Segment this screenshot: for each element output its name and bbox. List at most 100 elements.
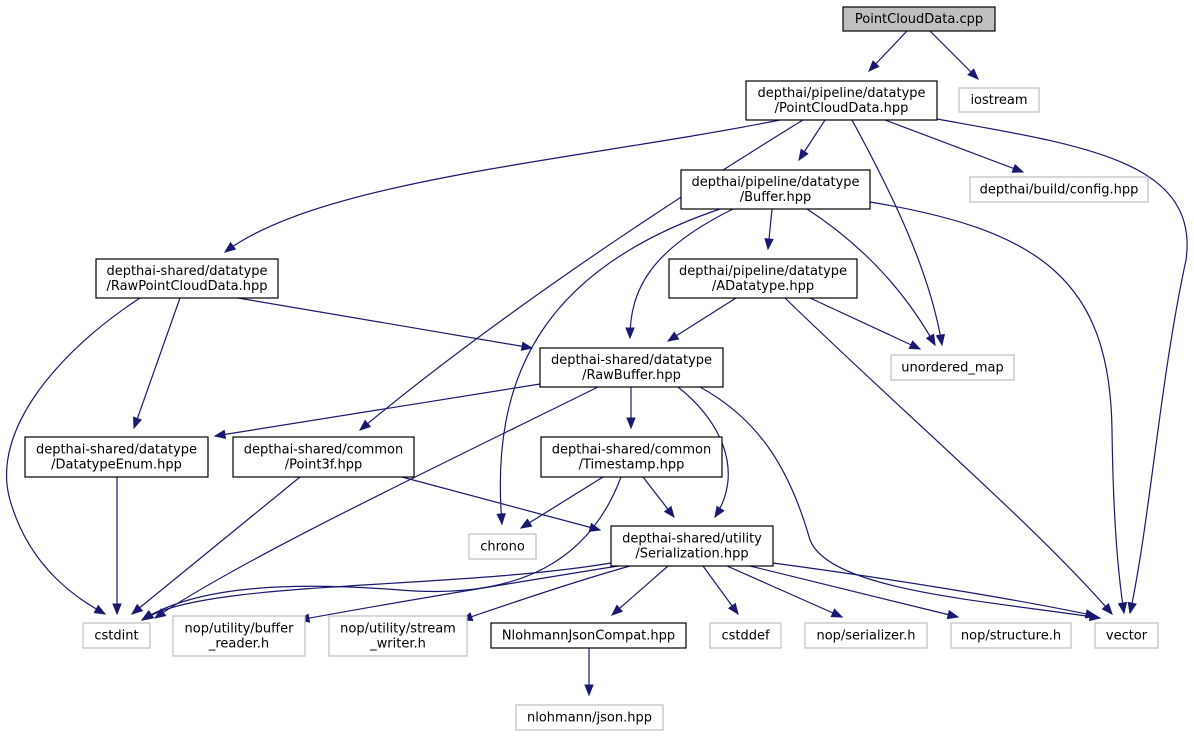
node-rawbuffer-hpp[interactable]: depthai-shared/datatype/RawBuffer.hpp bbox=[539, 347, 724, 388]
arrowhead-icon bbox=[213, 429, 227, 440]
edge-nlohmannjsoncompat-to-json_hpp bbox=[584, 648, 594, 697]
node-buffer-hpp[interactable]: depthai/pipeline/datatype/Buffer.hpp bbox=[680, 169, 871, 210]
arrowhead-icon bbox=[133, 416, 142, 430]
arrowhead-icon bbox=[830, 608, 844, 618]
edge-buffer_hpp-to-adatatype_hpp bbox=[764, 208, 774, 251]
node-stream-writer: nop/utility/stream_writer.h bbox=[328, 615, 468, 657]
edge-pcd_cpp-to-pcd_hpp bbox=[868, 30, 908, 72]
arrowhead-icon bbox=[1084, 609, 1098, 619]
edge-line bbox=[5, 297, 141, 615]
node-label: /Serialization.hpp bbox=[635, 547, 748, 562]
node-label: unordered_map bbox=[901, 361, 1004, 376]
edge-buffer_hpp-to-vector bbox=[869, 201, 1128, 615]
arrowhead-icon bbox=[519, 518, 533, 529]
node-box bbox=[95, 258, 279, 299]
edge-line bbox=[520, 476, 604, 529]
node-adatatype-hpp[interactable]: depthai/pipeline/datatype/ADatatype.hpp bbox=[668, 258, 858, 299]
arrowhead-icon bbox=[666, 331, 680, 342]
node-json-hpp: nlohmann/json.hpp bbox=[515, 704, 664, 731]
arrowhead-icon bbox=[1127, 601, 1137, 615]
edge-line bbox=[699, 386, 1101, 619]
arrowhead-icon bbox=[946, 609, 960, 620]
arrowhead-icon bbox=[714, 505, 725, 519]
edge-line bbox=[141, 476, 622, 621]
edge-line bbox=[677, 386, 729, 518]
arrowhead-icon bbox=[868, 60, 880, 72]
node-box bbox=[24, 436, 209, 478]
node-label: nop/serializer.h bbox=[816, 629, 915, 644]
edge-line bbox=[851, 119, 943, 346]
arrowhead-icon bbox=[496, 513, 506, 526]
node-label: depthai/build/config.hpp bbox=[980, 183, 1139, 198]
edge-adatatype_hpp-to-vector bbox=[784, 297, 1113, 616]
node-box bbox=[539, 347, 724, 388]
node-pcd-hpp[interactable]: depthai/pipeline/datatype/PointCloudData… bbox=[745, 80, 938, 121]
edge-line bbox=[133, 297, 181, 429]
edge-line bbox=[929, 30, 979, 80]
node-label: /Point3f.hpp bbox=[285, 458, 362, 473]
node-chrono: chrono bbox=[468, 533, 537, 560]
node-box bbox=[950, 622, 1072, 649]
node-box bbox=[969, 176, 1149, 203]
arrowhead-icon bbox=[130, 603, 144, 615]
node-box bbox=[515, 704, 664, 731]
node-box bbox=[804, 622, 928, 649]
edge-rawpcd_hpp-to-cstdint bbox=[5, 297, 141, 615]
arrowhead-icon bbox=[223, 241, 237, 253]
edge-line bbox=[749, 565, 959, 618]
node-label: depthai-shared/datatype bbox=[551, 353, 712, 368]
node-box bbox=[328, 615, 468, 657]
node-label: PointCloudData.cpp bbox=[855, 12, 983, 27]
arrowhead-icon bbox=[764, 238, 774, 251]
arrowhead-icon bbox=[358, 419, 372, 431]
edge-line bbox=[809, 297, 921, 350]
node-label: depthai-shared/common bbox=[244, 443, 403, 458]
edge-serialization_hpp-to-stream_writer bbox=[460, 565, 631, 622]
arrowhead-icon bbox=[1101, 602, 1113, 616]
arrowhead-icon bbox=[967, 68, 979, 80]
node-label: depthai/pipeline/datatype bbox=[679, 264, 847, 279]
node-nlohmannjsoncompat[interactable]: NlohmannJsonCompat.hpp bbox=[490, 622, 687, 649]
node-serialization-hpp[interactable]: depthai-shared/utility/Serialization.hpp bbox=[610, 525, 774, 567]
node-label: chrono bbox=[480, 540, 525, 555]
node-label: /DatatypeEnum.hpp bbox=[51, 458, 182, 473]
edge-line bbox=[611, 565, 669, 616]
edge-line bbox=[667, 297, 737, 342]
arrowhead-icon bbox=[1011, 163, 1025, 173]
edge-line bbox=[359, 119, 804, 431]
node-box bbox=[1094, 622, 1159, 649]
edge-line bbox=[869, 201, 1125, 614]
node-point3f-hpp[interactable]: depthai-shared/common/Point3f.hpp bbox=[232, 436, 415, 478]
node-timestamp-hpp[interactable]: depthai-shared/common/Timestamp.hpp bbox=[540, 436, 723, 478]
node-datatypeenum-hpp[interactable]: depthai-shared/datatype/DatatypeEnum.hpp bbox=[24, 436, 209, 478]
edge-pcd_hpp-to-unordered_map bbox=[851, 119, 946, 347]
arrowhead-icon bbox=[908, 340, 922, 350]
edge-line bbox=[499, 208, 721, 525]
node-box bbox=[890, 354, 1015, 381]
arrowhead-icon bbox=[520, 341, 534, 351]
arrowhead-icon bbox=[93, 604, 107, 615]
node-unordered-map: unordered_map bbox=[890, 354, 1015, 381]
edge-line bbox=[629, 208, 734, 339]
node-box bbox=[842, 6, 996, 32]
edge-serialization_hpp-to-cstdint bbox=[141, 562, 612, 621]
edge-line bbox=[154, 386, 599, 619]
node-label: depthai-shared/datatype bbox=[106, 264, 267, 279]
edge-rawbuffer_hpp-to-datatypeenum_hpp bbox=[213, 383, 541, 440]
node-rawpcd-hpp[interactable]: depthai-shared/datatype/RawPointCloudDat… bbox=[95, 258, 279, 299]
edge-line bbox=[131, 476, 301, 615]
node-label: cstddef bbox=[721, 629, 770, 644]
node-cstdint: cstdint bbox=[82, 622, 151, 649]
node-pcd-cpp[interactable]: PointCloudData.cpp bbox=[842, 6, 996, 32]
arrowhead-icon bbox=[112, 603, 122, 616]
nodes-layer: PointCloudData.cpp depthai/pipeline/datat… bbox=[24, 6, 1159, 731]
node-config-hpp: depthai/build/config.hpp bbox=[969, 176, 1149, 203]
edge-line bbox=[936, 118, 1188, 614]
node-label: iostream bbox=[970, 93, 1027, 108]
edge-rawbuffer_hpp-to-vector bbox=[699, 386, 1102, 622]
edge-rawbuffer_hpp-to-serialization_hpp bbox=[677, 386, 729, 519]
edge-pcd_hpp-to-config_hpp bbox=[884, 119, 1025, 173]
arrowhead-icon bbox=[935, 333, 946, 347]
node-box bbox=[958, 87, 1040, 113]
edge-line bbox=[237, 297, 533, 349]
